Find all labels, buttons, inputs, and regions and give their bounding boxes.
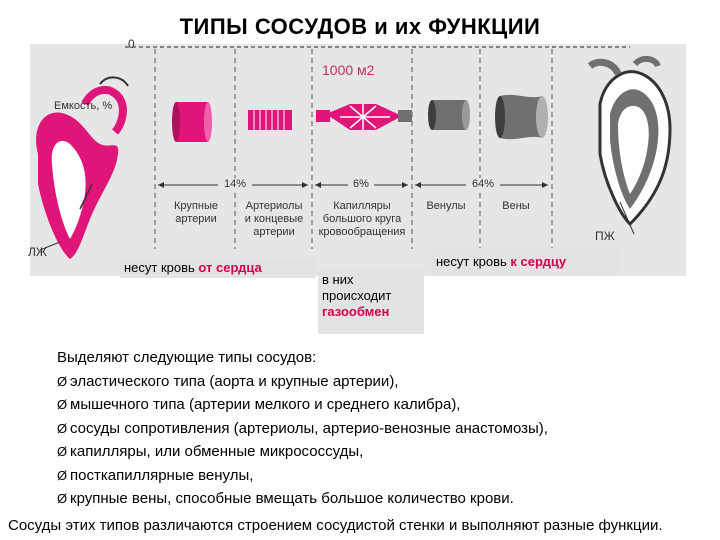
column-label-veins: Вены [502, 200, 530, 212]
surface-area-label: 1000 м2 [322, 62, 375, 78]
gas-exchange-line2: происходит [322, 288, 392, 303]
right-ventricle-label: ПЖ [595, 229, 615, 243]
column-label-large-arteries: Крупные артерии [174, 200, 218, 225]
from-heart-box: несут кровь от сердца [120, 258, 316, 278]
left-ventricle-heart [36, 76, 129, 259]
arrow-bullet-icon: Ø [57, 397, 68, 412]
list-item-text: сосуды сопротивления (артериолы, артерио… [70, 419, 548, 437]
gas-exchange-line1: в них [322, 272, 354, 287]
list-item-text: эластического типа (аорта и крупные арте… [70, 372, 399, 390]
list-item-text: крупные вены, способные вмещать большое … [70, 490, 514, 507]
from-heart-text: несут кровь [124, 260, 199, 275]
column-dividers [154, 49, 553, 249]
list-heading: Выделяют следующие типы сосудов: [57, 349, 317, 366]
arteriole-vessel [248, 110, 292, 130]
from-heart-emphasis: от сердца [198, 260, 262, 275]
to-heart-emphasis: к сердцу [510, 254, 567, 269]
column-label-capillaries: Капилляры большого круга кровообращения [318, 200, 406, 238]
right-ventricle-heart [587, 56, 672, 235]
arrow-bullet-icon: Ø [57, 373, 68, 389]
to-heart-box: несут кровь к сердцу [432, 248, 618, 276]
percent-venous-label: 64% [466, 178, 500, 191]
list-item-text: мышечного типа (артерии мелкого и средне… [70, 396, 461, 413]
left-ventricle-label: ЛЖ [28, 245, 47, 259]
vessel-diagram: 0 Емкость, % 1000 м2 14% 6% 64% ЛЖ ПЖ Кр… [28, 38, 686, 276]
column-label-venules: Венулы [426, 200, 466, 212]
percent-arterial-label: 14% [218, 178, 252, 191]
list-item-text: капилляры, или обменные микрососсуды, [70, 443, 364, 460]
column-label-arterioles: Артериолы и концевые артерии [244, 200, 304, 238]
vein-vessel [495, 94, 548, 140]
to-heart-text: несут кровь [436, 254, 511, 269]
page-title: ТИПЫ СОСУДОВ и их ФУНКЦИИ [179, 14, 541, 39]
arrow-bullet-icon: Ø [57, 467, 68, 483]
capacity-axis-label: Емкость, % [54, 100, 113, 112]
percent-arrowheads [158, 182, 548, 188]
percent-capillary-label: 6% [348, 178, 374, 191]
arrow-bullet-icon: Ø [57, 491, 68, 506]
arrow-bullet-icon: Ø [57, 420, 68, 436]
large-artery-vessel [172, 102, 212, 142]
arrow-bullet-icon: Ø [57, 444, 68, 459]
list-item-text: посткапиллярные венулы, [70, 466, 254, 484]
vessel-diagram-graphics [36, 46, 672, 259]
venule-vessel [428, 100, 470, 130]
gas-exchange-box: в них происходит газообмен [318, 268, 424, 334]
footer-summary: Сосуды этих типов различаются строением … [8, 517, 663, 534]
gas-exchange-emphasis: газообмен [322, 304, 390, 319]
zero-tick-label: 0 [128, 37, 135, 51]
capillary-network [316, 104, 412, 130]
